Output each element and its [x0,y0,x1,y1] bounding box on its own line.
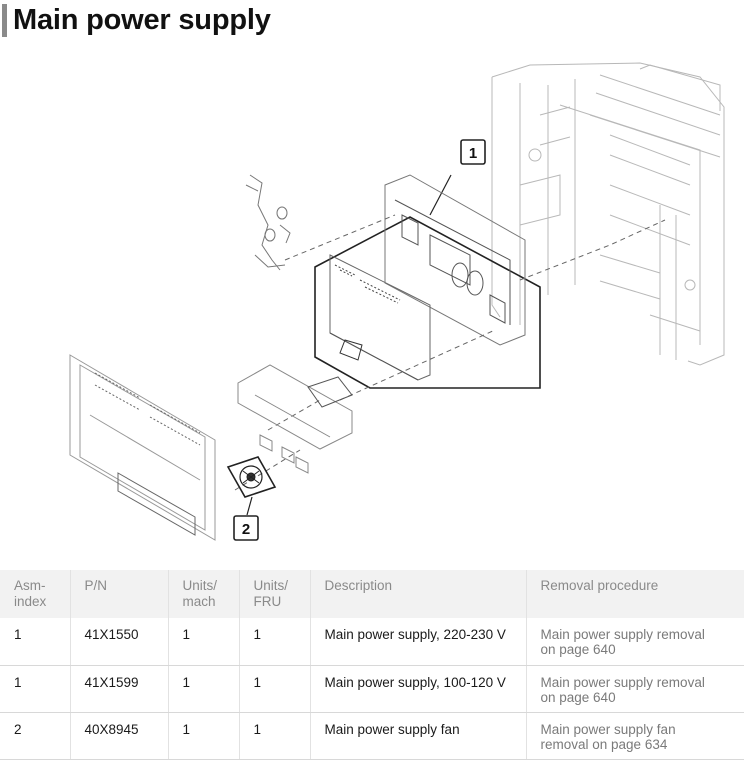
page-header: Main power supply [0,0,271,40]
cell-units-mach: 1 [168,665,240,713]
cell-pn: 41X1599 [70,665,169,713]
header-units-mach: Units/mach [168,570,240,618]
table-row: 1 41X1599 1 1 Main power supply, 100-120… [0,665,744,713]
callout-2: 2 [233,515,259,541]
cell-units-fru: 1 [239,665,311,713]
parts-table: Asm-index P/N Units/mach Units/FRU Descr… [0,570,744,760]
cell-asm-index: 2 [0,712,71,760]
cell-units-mach: 1 [168,712,240,760]
cell-description: Main power supply fan [310,712,527,760]
header-pn: P/N [70,570,169,618]
callout-1-enclosure [314,216,541,389]
table-row: 2 40X8945 1 1 Main power supply fan Main… [0,712,744,760]
cell-asm-index: 1 [0,665,71,713]
svg-text:1: 1 [469,145,477,162]
cell-units-fru: 1 [239,618,311,666]
main-power-supply-fan-illustration [226,456,277,498]
title-accent-bar [2,3,7,37]
header-units-fru: Units/FRU [239,570,311,618]
rear-cover-illustration [69,354,216,541]
printer-frame-illustration [491,62,725,366]
exploded-parts-diagram: 1 2 [69,62,725,541]
svg-text:2: 2 [242,521,250,538]
fan-bracket-illustration [237,364,353,474]
cell-asm-index: 1 [0,618,71,666]
cell-description: Main power supply, 100-120 V [310,665,527,713]
cell-pn: 41X1550 [70,618,169,666]
header-asm-index: Asm-index [0,570,71,618]
table-header-row: Asm-index P/N Units/mach Units/FRU Descr… [0,570,744,618]
page-title: Main power supply [13,3,271,36]
table-row: 1 41X1550 1 1 Main power supply, 220-230… [0,618,744,666]
cable-harness-illustration [245,174,291,271]
cell-pn: 40X8945 [70,712,169,760]
cell-description: Main power supply, 220-230 V [310,618,527,666]
main-power-supply-illustration [329,174,526,381]
callout-1: 1 [460,139,486,165]
header-removal-procedure: Removal procedure [526,570,744,618]
cell-units-mach: 1 [168,618,240,666]
cell-units-fru: 1 [239,712,311,760]
header-description: Description [310,570,527,618]
